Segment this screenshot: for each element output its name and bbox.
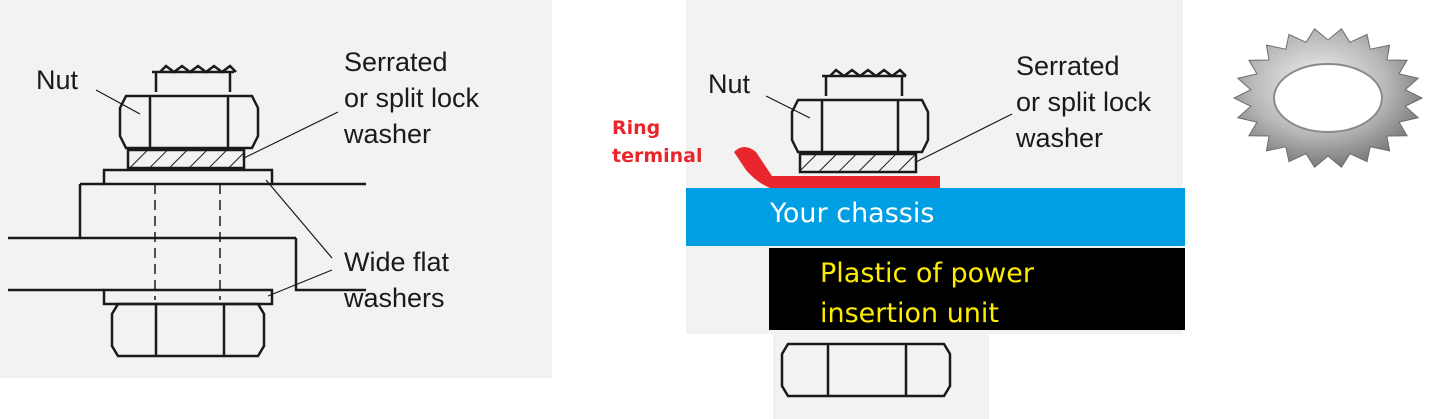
left-flat-washers-label: Wide flat washers [344,247,450,313]
left-nut-label: Nut [36,65,79,95]
middle-lock-washer-label: Serrated or split lock washer [1016,51,1152,153]
left-bolt-assembly-drawing [8,64,366,358]
ring-terminal-label: Ring terminal [612,117,703,167]
ring-terminal-icon [734,147,940,188]
left-diagram-background [0,0,552,378]
star-lock-washer-icon [1232,27,1424,169]
plastic-insertion-unit-label: Plastic of power insertion unit [820,258,1034,329]
chassis-label: Your chassis [770,198,935,229]
plastic-insertion-unit-bar [769,248,1185,330]
middle-nut-label: Nut [708,69,751,99]
chassis-bar [686,188,1185,246]
left-lock-washer-label: Serrated or split lock washer [344,47,480,149]
